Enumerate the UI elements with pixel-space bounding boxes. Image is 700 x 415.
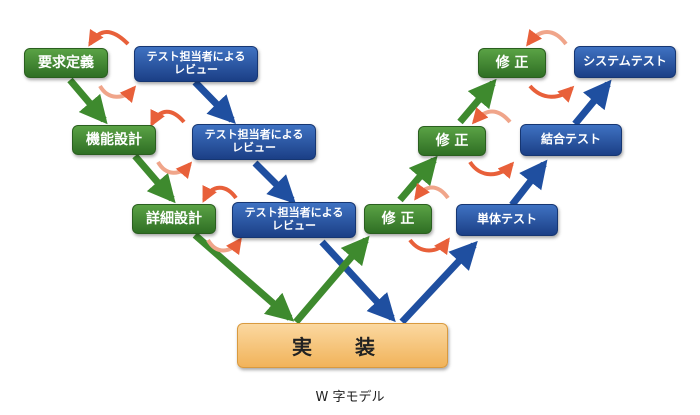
arrow-unit-to-integration: [509, 159, 548, 208]
integration-test-node: 結合テスト: [520, 124, 622, 156]
system-test-node: システムテスト: [574, 46, 676, 78]
arrow-review3-to-impl: [319, 239, 396, 323]
fix-node-2: 修 正: [418, 126, 486, 156]
loop-detailed-review3-bottom: [206, 237, 242, 256]
arrow-review2-to-review3: [252, 160, 296, 204]
loop-fix1-unit-top: [414, 182, 450, 201]
review-node-3-line2: レビュー: [271, 219, 316, 232]
fix-node-1: 修 正: [364, 204, 432, 234]
review-node-3: テスト担当者によるレビュー: [232, 202, 356, 238]
loop-requirements-review1-top: [88, 28, 130, 47]
loop-fix1-unit-bottom: [408, 237, 450, 256]
loop-fix3-system-bottom: [528, 84, 575, 103]
arrow-impl-to-fix1: [293, 235, 370, 325]
arrow-detailed-to-impl: [192, 232, 295, 322]
arrow-review1-to-review2: [192, 79, 236, 125]
review-node-2: テスト担当者によるレビュー: [192, 124, 316, 160]
basic-design-node: 機能設計: [72, 125, 156, 155]
arrow-fix1-to-fix2: [397, 155, 438, 203]
review-node-3-line1: テスト担当者による: [244, 206, 344, 220]
detailed-design-node: 詳細設計: [132, 204, 216, 234]
requirements-node: 要求定義: [24, 48, 108, 78]
unit-test-node: 単体テスト: [456, 204, 558, 236]
review-node-2-line1: テスト担当者による: [204, 128, 304, 142]
review-node-1-line2: レビュー: [173, 63, 218, 76]
loop-detailed-review3-top: [202, 184, 238, 203]
review-node-2-line2: レビュー: [231, 141, 276, 154]
arrow-basic-to-detailed: [132, 153, 176, 204]
loop-requirements-review1-bottom: [98, 84, 137, 103]
fix-node-3: 修 正: [478, 48, 546, 78]
loop-fix2-integration-bottom: [468, 160, 515, 179]
review-node-1-line1: テスト担当者による: [146, 50, 246, 64]
review-node-1: テスト担当者によるレビュー: [134, 46, 258, 82]
loop-fix3-system-top: [526, 28, 568, 47]
loop-basic-review2-bottom: [156, 160, 193, 179]
loop-basic-review2-top: [150, 108, 186, 127]
arrow-requirements-to-basic: [67, 77, 108, 125]
arrow-impl-to-unit: [399, 240, 478, 325]
loop-fix2-integration-top: [471, 107, 512, 125]
figure-caption: W 字モデル: [315, 390, 385, 405]
arrow-fix2-to-fix3: [457, 78, 497, 125]
implementation-node: 実 装: [237, 323, 448, 368]
arrow-integration-to-system: [572, 79, 612, 127]
